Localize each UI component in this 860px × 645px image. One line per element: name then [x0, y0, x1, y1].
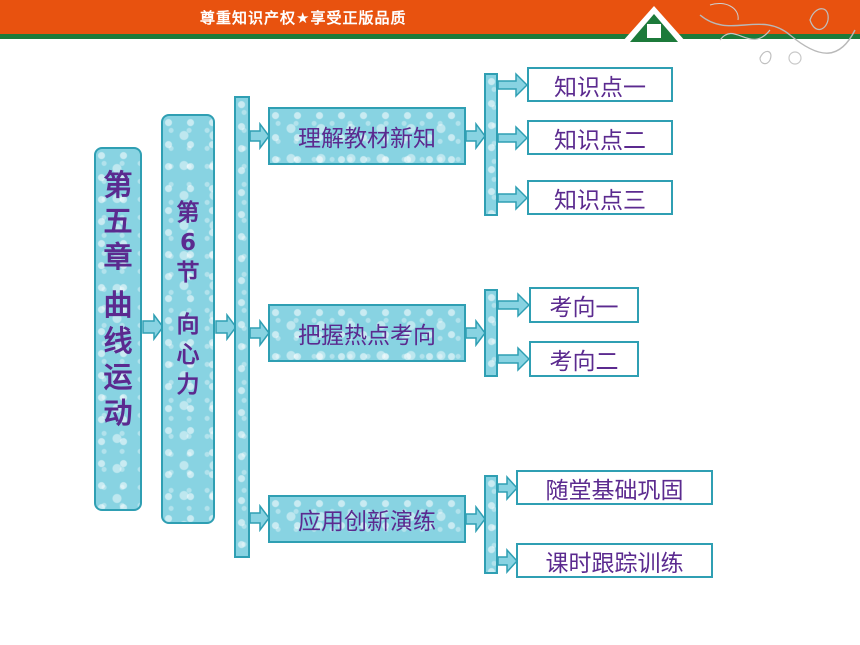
arrow-section-to-bracket	[215, 313, 237, 341]
leaf-label: 考向一	[549, 295, 619, 321]
chapter-char: 章	[103, 240, 133, 274]
leaf-label: 知识点二	[554, 127, 646, 154]
arrow-to-branch-3	[250, 504, 270, 532]
publisher-logo-icon	[622, 6, 686, 42]
arrow-to-leaf	[498, 548, 518, 574]
leaf-label: 考向二	[549, 349, 619, 375]
branch-box-understand: 理解教材新知	[268, 107, 466, 165]
branch-label: 理解教材新知	[298, 126, 436, 152]
chapter-box: 第 五 章 曲 线 运 动	[94, 147, 142, 511]
arrow-branch-1-to-subbracket	[466, 122, 486, 150]
chapter-char: 运	[103, 360, 133, 394]
leaf-label: 知识点一	[554, 74, 646, 101]
arrow-to-leaf	[498, 185, 528, 211]
section-char: 心	[176, 342, 200, 368]
leaf-label: 随堂基础巩固	[545, 477, 684, 504]
branch-label: 应用创新演练	[298, 509, 436, 535]
leaf-knowledge-point-2[interactable]: 知识点二	[527, 120, 673, 155]
leaf-label: 知识点三	[554, 187, 646, 214]
section-char: 6	[179, 230, 196, 256]
section-box: 第 6 节 向 心 力	[161, 114, 215, 524]
decorative-flourish-icon	[699, 3, 856, 65]
sub-bracket-bar-1	[484, 73, 498, 216]
section-char: 力	[176, 372, 200, 398]
main-bracket-bar	[234, 96, 250, 558]
arrow-to-leaf	[498, 72, 528, 98]
arrow-to-leaf	[498, 125, 528, 151]
leaf-class-consolidation[interactable]: 随堂基础巩固	[516, 470, 713, 505]
arrow-to-leaf	[498, 346, 530, 372]
arrow-to-branch-2	[250, 319, 270, 347]
section-char: 向	[176, 312, 200, 338]
chapter-char: 动	[103, 396, 133, 430]
top-banner	[0, 0, 860, 34]
leaf-exam-direction-1[interactable]: 考向一	[529, 287, 639, 323]
arrow-chapter-to-section	[142, 313, 164, 341]
arrow-to-leaf	[498, 292, 530, 318]
top-divider	[0, 34, 860, 39]
chapter-char: 线	[103, 324, 133, 358]
chapter-char: 曲	[103, 288, 133, 322]
leaf-exam-direction-2[interactable]: 考向二	[529, 341, 639, 377]
branch-label: 把握热点考向	[298, 323, 436, 349]
arrow-to-branch-1	[250, 122, 270, 150]
leaf-after-class-training[interactable]: 课时跟踪训练	[516, 543, 713, 578]
chapter-char: 第	[103, 168, 133, 202]
sub-bracket-bar-2	[484, 289, 498, 377]
copyright-slogan: 尊重知识产权★享受正版品质	[200, 9, 407, 27]
sub-bracket-bar-3	[484, 475, 498, 574]
arrow-branch-3-to-subbracket	[466, 505, 486, 533]
leaf-knowledge-point-3[interactable]: 知识点三	[527, 180, 673, 215]
leaf-label: 课时跟踪训练	[545, 550, 684, 577]
section-char: 第	[176, 200, 200, 226]
branch-box-practice: 应用创新演练	[268, 495, 466, 543]
chapter-char: 五	[103, 204, 133, 238]
section-char: 节	[176, 260, 200, 286]
arrow-branch-2-to-subbracket	[466, 319, 486, 347]
arrow-to-leaf	[498, 475, 518, 501]
branch-box-hotspots: 把握热点考向	[268, 304, 466, 362]
leaf-knowledge-point-1[interactable]: 知识点一	[527, 67, 673, 102]
